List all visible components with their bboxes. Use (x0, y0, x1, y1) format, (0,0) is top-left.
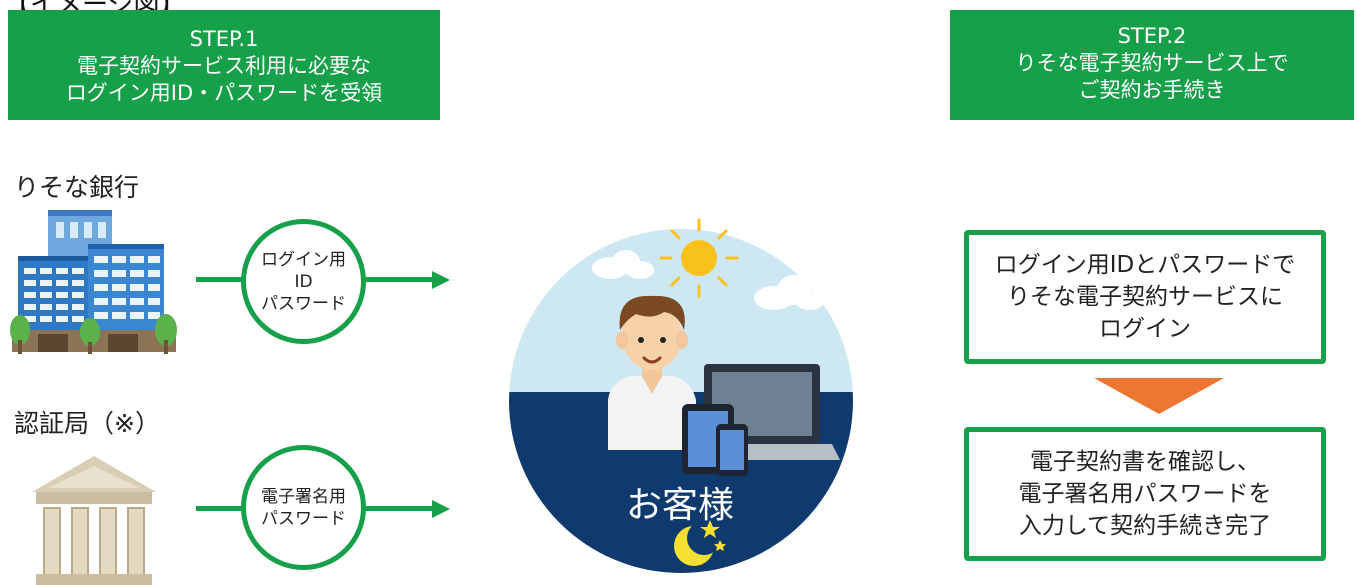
login-step-box: ログイン用IDとパスワードで りそな電子契約サービスに ログイン (964, 230, 1326, 364)
sign-step-line3: 入力して契約手続き完了 (1018, 513, 1272, 539)
flow-line-ca-left (196, 506, 246, 511)
classical-building-icon (32, 456, 156, 585)
arrow-right-icon (432, 271, 450, 289)
step2-line2: ご契約お手続き (1078, 77, 1226, 102)
sign-step-line1: 電子契約書を確認し、 (1030, 449, 1260, 475)
customer-illustration (509, 218, 853, 573)
step2-banner: STEP.2 りそな電子契約サービス上で ご契約お手続き (950, 10, 1354, 120)
login-step-line2: りそな電子契約サービスに (1007, 284, 1283, 310)
login-circle-line2: ID (294, 271, 313, 292)
office-building-icon (10, 210, 177, 354)
cloud-icon (592, 250, 654, 279)
cloud-icon (754, 275, 825, 310)
star-icon (714, 540, 726, 551)
person-icon (608, 295, 696, 450)
sig-circle-line1: 電子署名用 (261, 486, 346, 507)
laptop-icon (686, 364, 840, 460)
step1-banner: STEP.1 電子契約サービス利用に必要な ログイン用ID・パスワードを受領 (8, 10, 440, 120)
flow-line-bank-left (196, 277, 246, 282)
login-credentials-circle: ログイン用 ID パスワード (241, 219, 366, 344)
step1-line1: 電子契約サービス利用に必要な (77, 53, 371, 78)
login-circle-line3: パスワード (261, 293, 346, 314)
step1-line2: ログイン用ID・パスワードを受領 (65, 80, 383, 105)
arrow-right-icon (432, 500, 450, 518)
certificate-authority-label: 認証局（※） (14, 409, 160, 438)
step2-line1: りそな電子契約サービス上で (1015, 50, 1289, 75)
triangle-down-icon (1094, 378, 1224, 414)
login-step-line1: ログイン用IDとパスワードで (994, 252, 1296, 278)
login-step-line3: ログイン (1099, 316, 1191, 342)
bank-label: りそな銀行 (14, 173, 140, 202)
sun-icon (659, 218, 739, 298)
signature-password-circle: 電子署名用 パスワード (241, 445, 366, 570)
sig-circle-line2: パスワード (261, 508, 346, 529)
star-icon (700, 520, 720, 538)
sign-step-box: 電子契約書を確認し、 電子署名用パスワードを 入力して契約手続き完了 (964, 427, 1326, 561)
login-circle-line1: ログイン用 (261, 249, 346, 270)
step1-label: STEP.1 (189, 26, 259, 51)
flow-line-ca-right (364, 506, 434, 511)
sign-step-line2: 電子署名用パスワードを (1018, 481, 1272, 507)
smartphone-icon (716, 424, 748, 476)
customer-label: お客様 (625, 485, 734, 526)
flow-line-bank-right (364, 277, 434, 282)
step2-label: STEP.2 (1117, 23, 1187, 48)
